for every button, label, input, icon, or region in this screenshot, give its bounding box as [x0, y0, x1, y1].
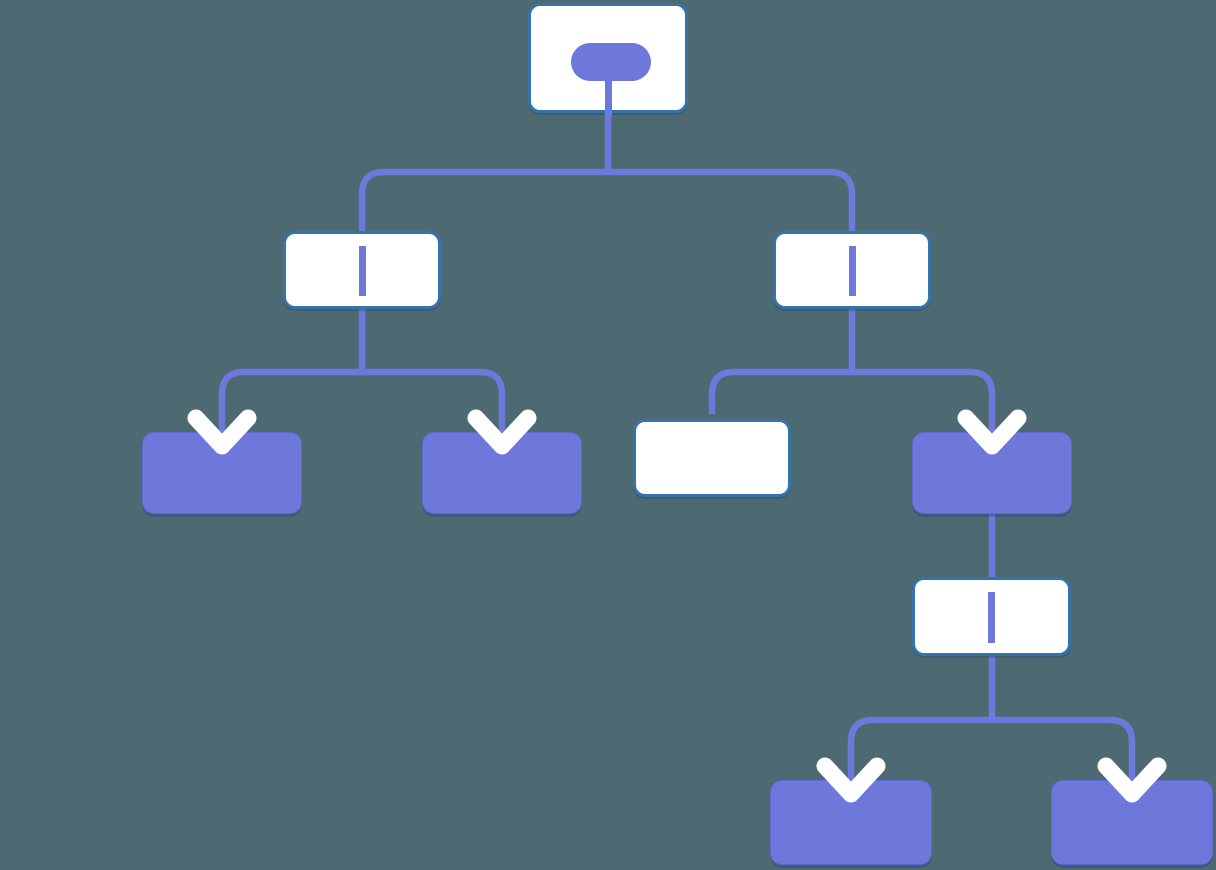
- edge-root-to-left: [358, 168, 608, 236]
- root-pill-icon: [571, 43, 651, 81]
- edge-l1-to-b: [362, 368, 506, 440]
- node-through-line-icon: [359, 246, 366, 296]
- node-leaf-bottom-a[interactable]: [770, 780, 932, 865]
- edge-root-to-right: [608, 168, 856, 236]
- node-leaf-bottom-b[interactable]: [1051, 780, 1213, 865]
- edge-r3-to-a: [847, 716, 992, 788]
- node-leaf-right-white[interactable]: [633, 419, 791, 497]
- root-stem-icon: [605, 81, 612, 116]
- node-through-line-icon: [988, 592, 995, 643]
- node-root[interactable]: [528, 3, 688, 116]
- node-level1-right[interactable]: [773, 231, 931, 309]
- node-level1-left[interactable]: [283, 231, 441, 309]
- edge-r1-to-a: [708, 368, 852, 414]
- edge-r1-to-b: [852, 368, 996, 440]
- edge-r3-to-b: [992, 716, 1136, 788]
- node-leaf-left-a[interactable]: [142, 432, 302, 514]
- node-through-line-icon: [849, 246, 856, 296]
- node-branch-right[interactable]: [912, 432, 1072, 514]
- node-level3-right[interactable]: [912, 577, 1071, 656]
- node-leaf-left-b[interactable]: [422, 432, 582, 514]
- edge-l1-to-a: [218, 368, 362, 440]
